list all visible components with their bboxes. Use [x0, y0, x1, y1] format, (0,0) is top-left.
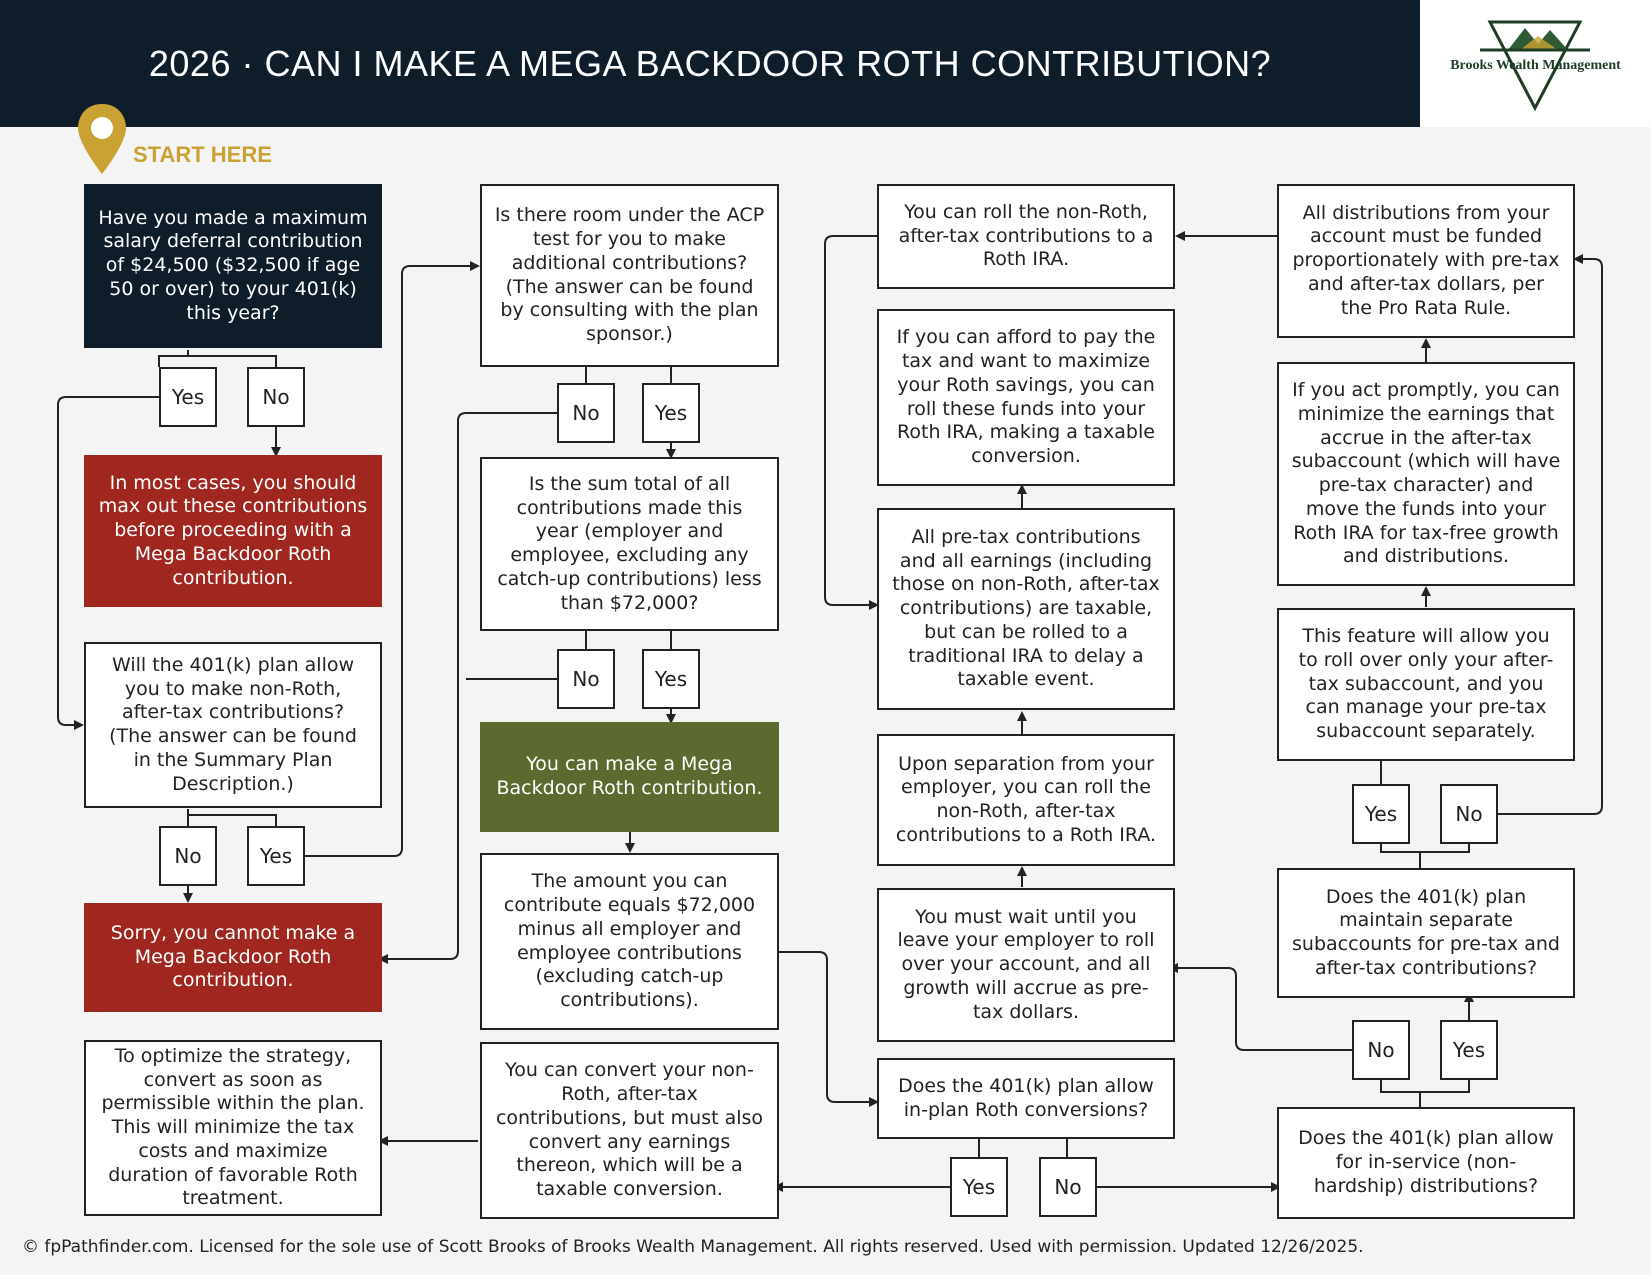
cannot-contribute-box: Sorry, you cannot make a Mega Backdoor R… — [84, 903, 382, 1012]
question-acp-room: Is there room under the ACP test for you… — [480, 184, 779, 367]
question-inservice: Does the 401(k) plan allow for in-servic… — [1277, 1107, 1575, 1219]
answer-yes: Yes — [642, 649, 700, 709]
answer-no: No — [557, 383, 615, 443]
can-make-contribution-box: You can make a Mega Backdoor Roth contri… — [480, 722, 779, 832]
logo: Brooks Wealth Management — [1420, 0, 1651, 127]
answer-yes: Yes — [642, 383, 700, 443]
convert-in-plan-box: You can convert your non-Roth, after-tax… — [480, 1042, 779, 1219]
question-after-tax-allowed: Will the 401(k) plan allow you to make n… — [84, 642, 382, 808]
answer-no: No — [1352, 1020, 1410, 1080]
question-max-deferral: Have you made a maximum salary deferral … — [84, 184, 382, 348]
answer-yes: Yes — [159, 367, 217, 427]
start-here-label: START HERE — [133, 142, 272, 167]
footer-copyright: © fpPathfinder.com. Licensed for the sol… — [22, 1237, 1364, 1257]
upon-separation-box: Upon separation from your employer, you … — [877, 734, 1175, 866]
question-inplan-roth: Does the 401(k) plan allow in-plan Roth … — [877, 1058, 1175, 1139]
answer-no: No — [159, 826, 217, 886]
feature-rollover-box: This feature will allow you to roll over… — [1277, 608, 1575, 761]
answer-yes: Yes — [1352, 784, 1410, 844]
logo-text: Brooks Wealth Management — [1450, 58, 1621, 73]
mountain-logo-icon — [1480, 20, 1590, 112]
page-title: 2026 · CAN I MAKE A MEGA BACKDOOR ROTH C… — [148, 42, 1272, 84]
answer-no: No — [1440, 784, 1498, 844]
answer-yes: Yes — [950, 1157, 1008, 1217]
roll-to-roth-ira-box: You can roll the non-Roth, after-tax con… — [877, 184, 1175, 289]
contribution-amount-box: The amount you can contribute equals $72… — [480, 853, 779, 1030]
answer-no: No — [247, 367, 305, 427]
optimize-strategy-box: To optimize the strategy, convert as soo… — [84, 1040, 382, 1216]
act-promptly-box: If you act promptly, you can minimize th… — [1277, 362, 1575, 586]
answer-yes: Yes — [247, 826, 305, 886]
answer-no: No — [1039, 1157, 1097, 1217]
max-out-first-box: In most cases, you should max out these … — [84, 455, 382, 607]
location-pin-icon — [78, 104, 126, 174]
pro-rata-box: All distributions from your account must… — [1277, 184, 1575, 338]
question-sum-less: Is the sum total of all contributions ma… — [480, 457, 779, 631]
answer-yes: Yes — [1440, 1020, 1498, 1080]
afford-tax-box: If you can afford to pay the tax and wan… — [877, 309, 1175, 486]
must-wait-box: You must wait until you leave your emplo… — [877, 888, 1175, 1042]
question-subaccounts: Does the 401(k) plan maintain separate s… — [1277, 868, 1575, 998]
header-bar — [0, 0, 1420, 127]
answer-no: No — [557, 649, 615, 709]
pretax-taxable-box: All pre-tax contributions and all earnin… — [877, 508, 1175, 710]
